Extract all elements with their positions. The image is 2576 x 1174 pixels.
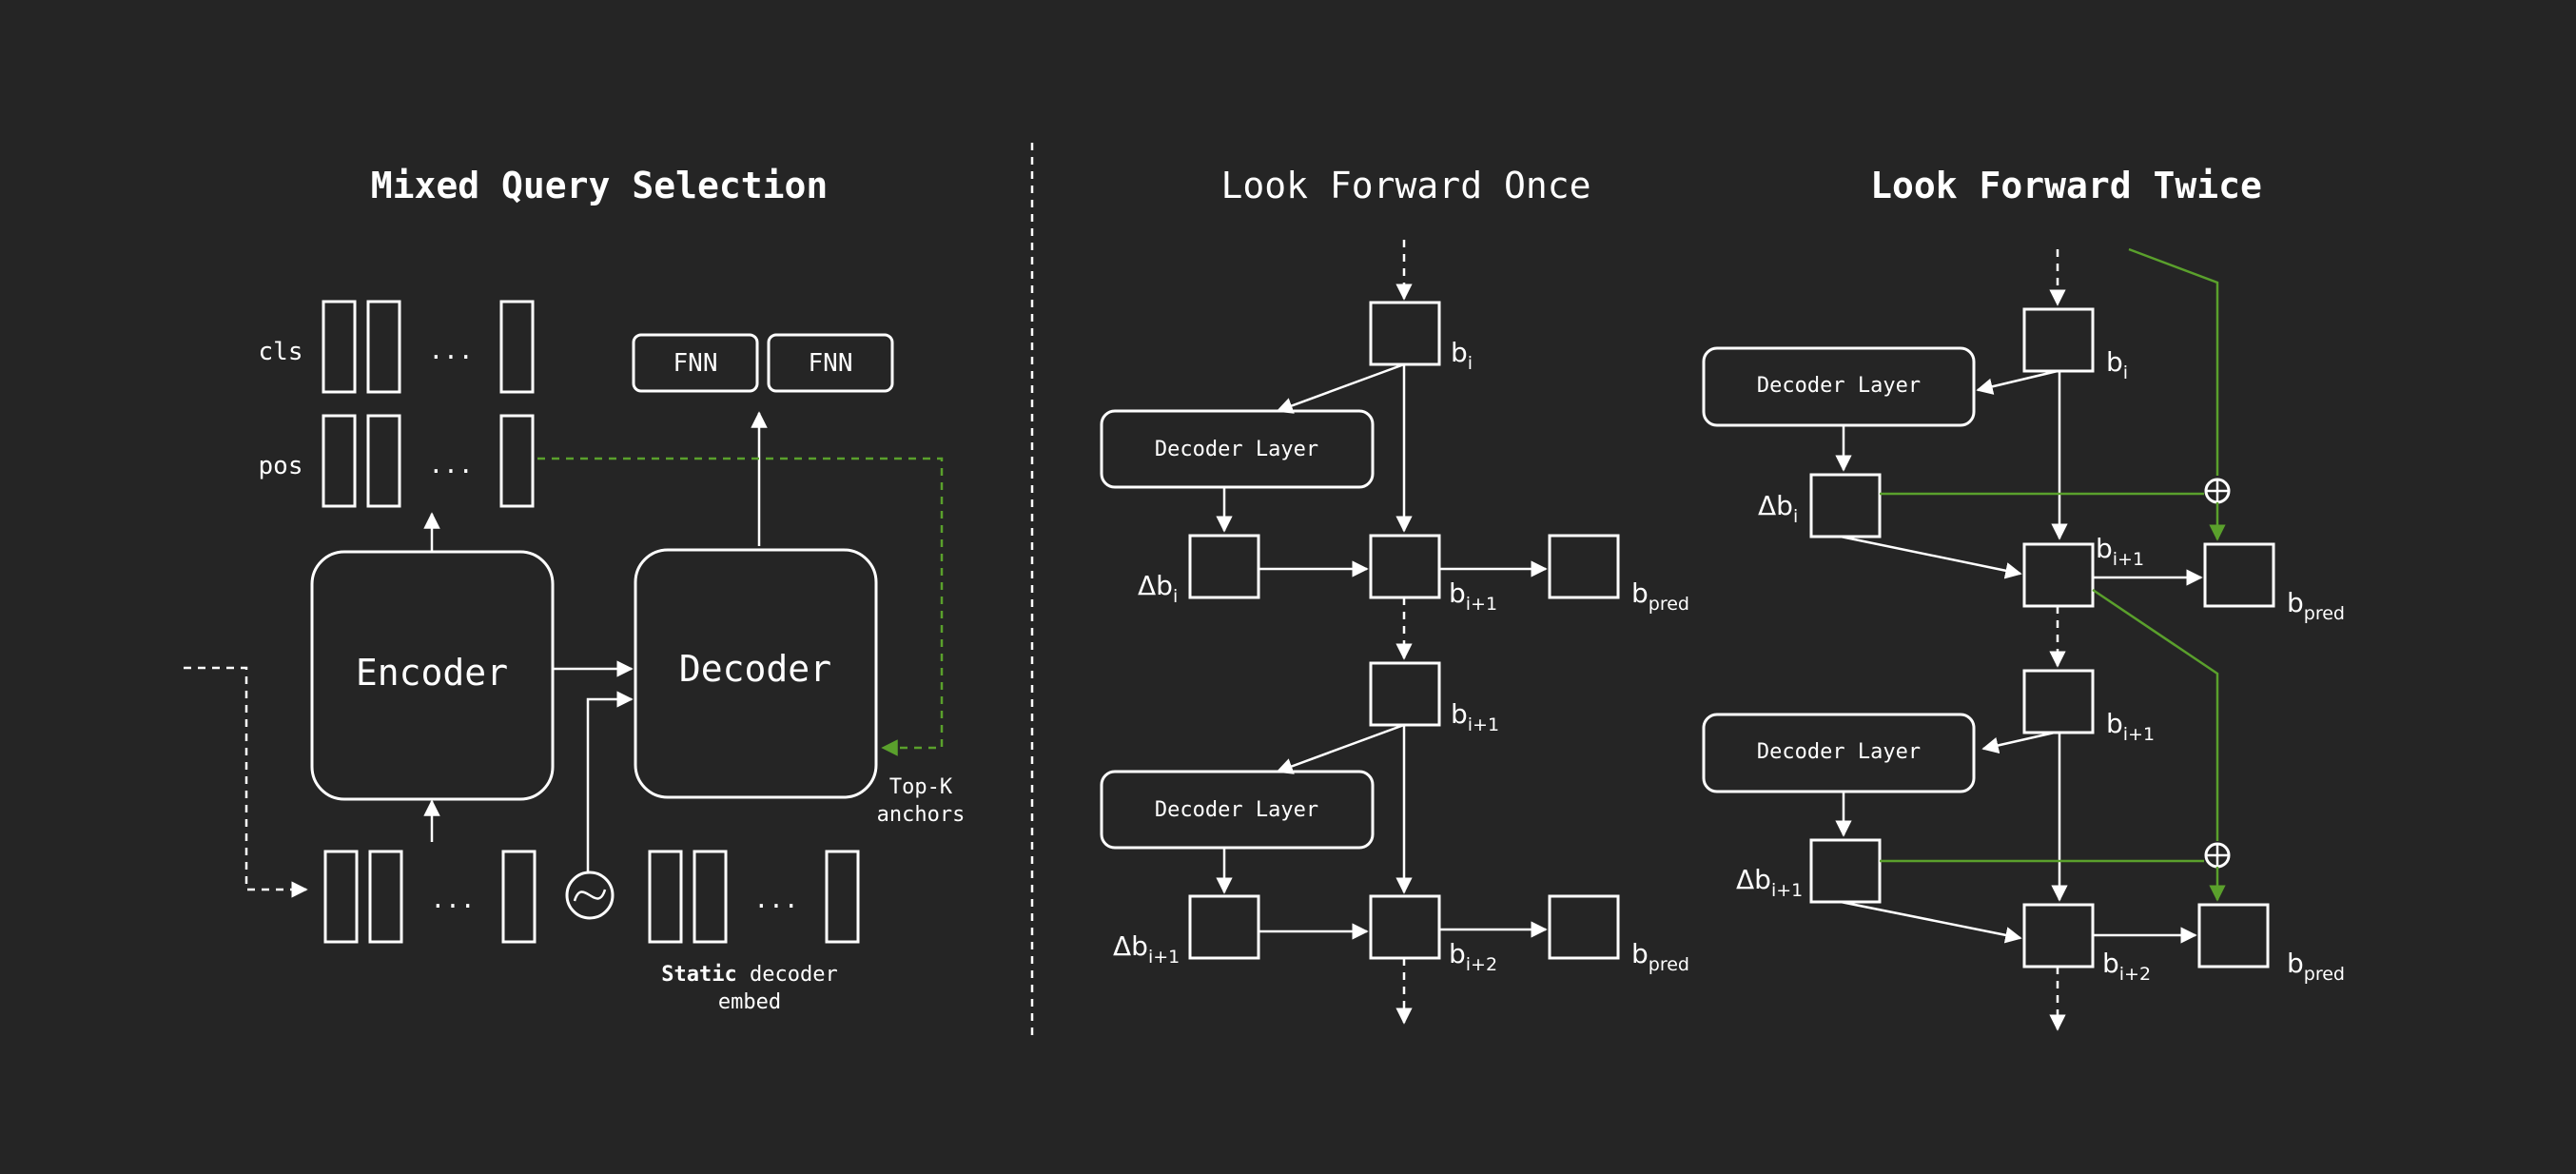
lft-label-delta-bi1: Δbi+1 — [1736, 864, 1803, 901]
cls-label: cls — [259, 338, 303, 366]
lfo-box-bi1-b — [1369, 661, 1441, 727]
lfo-box-delta-bi — [1188, 534, 1260, 599]
lft-label-bi: bi — [2106, 346, 2128, 383]
lfo-label-bpred-1: bpred — [1631, 577, 1689, 615]
lfo-decoder-layer-2 — [1100, 770, 1375, 850]
input-token-2 — [368, 850, 403, 944]
lft-label-bi2: bi+2 — [2102, 948, 2151, 985]
lfo-label-delta-bi: Δbi — [1138, 570, 1178, 607]
panel-mixed-query-selection: Mixed Query Selection cls pos ... ... En… — [184, 165, 965, 1014]
arrow-topk-anchors — [537, 457, 944, 756]
lft-label-bpred-1: bpred — [2287, 587, 2345, 624]
lft-box-bi — [2022, 307, 2095, 373]
lfo-box-bi2 — [1369, 894, 1441, 960]
lft-label-bi1: bi+1 — [2096, 533, 2144, 570]
lft-decoder-layer-1 — [1702, 346, 1976, 427]
lft-label-bi1-b: bi+1 — [2106, 708, 2155, 745]
pos-label: pos — [259, 452, 303, 480]
lft-box-bpred-2 — [2197, 903, 2270, 969]
fnn-label-1: FNN — [673, 349, 718, 378]
panel-title-look-forward-twice: Look Forward Twice — [1870, 165, 2262, 206]
lft-box-bi2 — [2022, 903, 2095, 969]
lfo-decoder-layer-1-label: Decoder Layer — [1155, 438, 1318, 461]
lft-arrow-delta-to-bi1 — [1840, 535, 2022, 579]
static-decoder-embed-caption: Static decoder — [661, 963, 837, 987]
lfo-box-bpred-2 — [1548, 894, 1620, 960]
cls-token-1 — [322, 300, 357, 394]
decoder-block — [634, 548, 878, 799]
lfo-box-bi1 — [1369, 534, 1441, 599]
static-embed-ellipsis: ... — [754, 886, 799, 914]
panel-look-forward-twice: Look Forward Twice bi Decoder Layer Δbi … — [1702, 165, 2345, 1031]
lfo-arrow-bi-to-layer — [1276, 362, 1405, 414]
fnn-label-2: FNN — [809, 349, 853, 378]
lfo-box-bpred-1 — [1548, 534, 1620, 599]
panel-title-look-forward-once: Look Forward Once — [1221, 165, 1591, 206]
lft-green-skip-bottom — [2092, 588, 2219, 841]
lft-arrow-bi-to-layer — [1976, 369, 2059, 395]
cls-token-2 — [366, 300, 401, 394]
lfo-box-bi — [1369, 301, 1441, 366]
lft-box-delta-bi1 — [1809, 838, 1882, 904]
lft-box-bi1 — [2022, 542, 2095, 608]
fnn-box-2 — [767, 333, 894, 393]
lft-arrow-bi1-to-layer — [1981, 731, 2056, 754]
lft-decoder-layer-1-label: Decoder Layer — [1757, 374, 1921, 398]
arrow-input-dashed — [184, 666, 308, 898]
decoder-label: Decoder — [679, 648, 831, 690]
lft-box-bi1-b — [2022, 669, 2095, 734]
positional-encoding-icon — [565, 871, 615, 920]
lft-decoder-layer-2 — [1702, 713, 1976, 793]
arrow-static-to-decoder — [586, 691, 634, 872]
cls-token-k — [499, 300, 535, 394]
lfo-decoder-layer-1 — [1100, 409, 1375, 489]
lfo-label-bi2: bi+2 — [1449, 938, 1497, 975]
lfo-decoder-layer-2-label: Decoder Layer — [1155, 798, 1318, 822]
lft-label-delta-bi: Δbi — [1758, 490, 1798, 527]
topk-label-line2: anchors — [877, 803, 966, 827]
input-ellipsis: ... — [431, 886, 476, 914]
pos-token-k — [499, 414, 535, 508]
lfo-label-bi1: bi+1 — [1449, 577, 1497, 615]
lft-box-delta-bi — [1809, 473, 1882, 538]
panel-title-mixed-query: Mixed Query Selection — [371, 165, 828, 206]
static-embed-token-k — [825, 850, 860, 944]
static-decoder-embed-caption-line2: embed — [718, 990, 781, 1014]
lft-green-skip-top — [2128, 247, 2219, 476]
input-token-1 — [323, 850, 359, 944]
lft-box-bpred-1 — [2203, 542, 2275, 608]
fnn-box-1 — [632, 333, 759, 393]
topk-label-line1: Top-K — [889, 775, 953, 799]
static-embed-token-1 — [648, 850, 683, 944]
lfo-box-delta-bi1 — [1188, 894, 1260, 960]
encoder-label: Encoder — [356, 652, 508, 694]
cls-ellipsis: ... — [429, 337, 474, 365]
lfo-label-bi1-b: bi+1 — [1451, 698, 1499, 735]
lft-decoder-layer-2-label: Decoder Layer — [1757, 740, 1921, 764]
input-token-k — [501, 850, 537, 944]
pos-ellipsis: ... — [429, 451, 474, 479]
sine-wave-icon — [573, 889, 607, 902]
pos-token-2 — [366, 414, 401, 508]
panel-look-forward-once: Look Forward Once bi Decoder Layer Δbi b… — [1100, 165, 1689, 1025]
lft-label-bpred-2: bpred — [2287, 948, 2345, 985]
lfo-label-bi: bi — [1451, 337, 1473, 374]
lfo-arrow-bi1-to-layer — [1276, 723, 1405, 774]
lfo-label-bpred-2: bpred — [1631, 938, 1689, 975]
lfo-label-delta-bi1: Δbi+1 — [1113, 930, 1180, 968]
pos-token-1 — [322, 414, 357, 508]
lft-arrow-delta1-to-bi2 — [1840, 900, 2022, 944]
static-embed-token-2 — [693, 850, 728, 944]
